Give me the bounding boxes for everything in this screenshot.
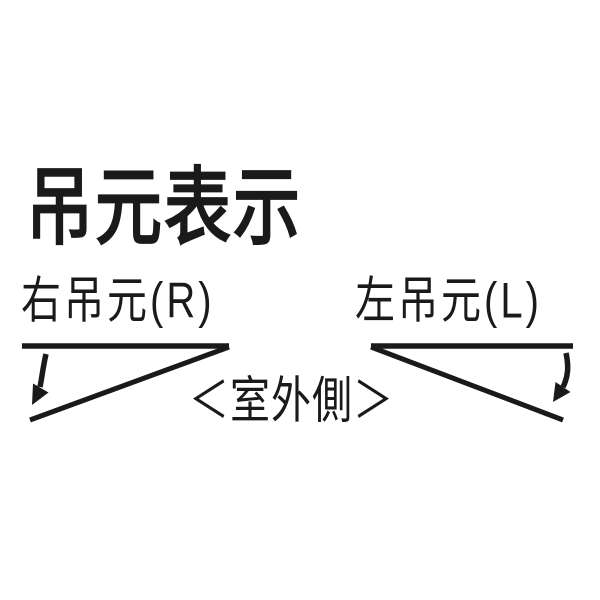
left-hinge-swing-arrow-icon — [553, 352, 571, 402]
right-hinge-swing-arrow-icon — [32, 353, 49, 405]
left-hinge-label: 左吊元(L) — [355, 273, 542, 329]
arrow-stem — [37, 353, 49, 388]
page-title: 吊元表示 — [26, 160, 302, 257]
arrow-stem — [560, 352, 571, 389]
right-hinge-figure — [22, 343, 230, 423]
arrow-head — [32, 383, 49, 405]
left-hinge-figure — [370, 343, 573, 423]
outdoor-side-label: ＜室外側＞ — [189, 373, 394, 429]
arrow-head — [553, 382, 571, 402]
right-hinge-label: 右吊元(R) — [21, 273, 215, 329]
right-hinge-door-swing-line — [29, 344, 230, 423]
left-hinge-door-swing-line — [370, 344, 564, 423]
